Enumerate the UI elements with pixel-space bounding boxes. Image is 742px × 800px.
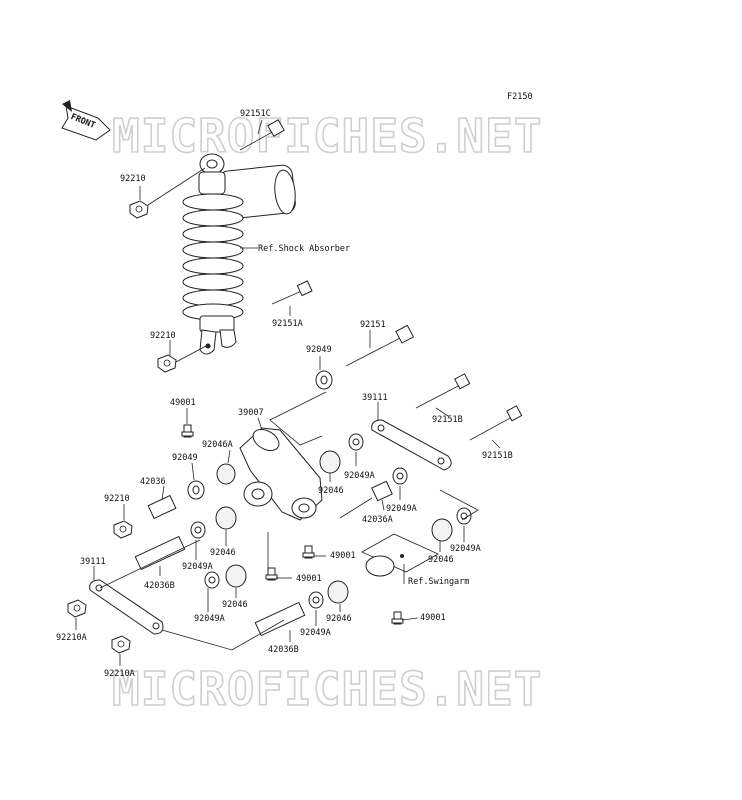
sleeve-42036a-part — [371, 480, 393, 502]
grease-nipple-49001-d-icon — [391, 611, 404, 625]
nut-92210-lower-part — [157, 354, 177, 373]
ref-shock-absorber-label: Ref.Shock Absorber — [258, 244, 350, 254]
part-label: 92151A — [272, 319, 303, 329]
grease-nipple-49001-c-icon — [265, 567, 278, 581]
collar-92049a-left-part — [190, 521, 206, 539]
part-label: 39111 — [80, 557, 106, 567]
collar-92049a-lower-part — [204, 571, 220, 589]
part-label: 92049 — [172, 453, 198, 463]
part-label: 42036 — [140, 477, 166, 487]
part-label: 92046 — [222, 600, 248, 610]
part-label: 92049 — [306, 345, 332, 355]
part-label: 92049A — [182, 562, 213, 572]
part-label: 49001 — [296, 574, 322, 584]
shock-absorber-part — [182, 153, 296, 355]
part-label: 92046 — [318, 486, 344, 496]
sleeve-42036-part — [147, 494, 177, 520]
part-label: 49001 — [420, 613, 446, 623]
swingarm-reference-part — [361, 533, 439, 577]
tie-rod-39111-upper-part — [371, 419, 452, 471]
part-label: 42036B — [268, 645, 299, 655]
bearing-92046-bottom-part — [327, 580, 349, 604]
bearing-92046-center-part — [319, 450, 341, 474]
bolt-92151-part — [345, 324, 415, 367]
bolt-92151b-upper-part — [415, 373, 471, 409]
part-label: 42036A — [362, 515, 393, 525]
tie-rod-39111-lower-part — [89, 579, 164, 635]
collar-92049-top-part — [315, 370, 333, 390]
part-label: 39111 — [362, 393, 388, 403]
bearing-92046-left-part — [215, 506, 237, 530]
leader-lines — [75, 119, 501, 666]
bearing-92046-right-part — [431, 518, 453, 542]
part-label: 92046A — [202, 440, 233, 450]
part-label: 92210A — [56, 633, 87, 643]
collar-92049a-center-part — [348, 433, 364, 451]
part-label: 42036B — [144, 581, 175, 591]
part-label: 92046 — [210, 548, 236, 558]
collar-92049-mid-part — [187, 480, 205, 500]
part-label: 92151B — [432, 415, 463, 425]
collar-92049a-bottom-part — [308, 591, 324, 609]
part-label: 92151 — [360, 320, 386, 330]
part-label: 92046 — [326, 614, 352, 624]
watermark-top: MICROFICHES.NET — [112, 109, 542, 163]
bolt-92151b-lower-part — [469, 405, 523, 441]
nut-92210-mid-part — [113, 520, 133, 539]
ref-swingarm-label: Ref.Swingarm — [408, 577, 469, 587]
part-label: 39007 — [238, 408, 264, 418]
collar-92049a-right-part — [392, 467, 408, 485]
part-label: 92049A — [386, 504, 417, 514]
part-label: 92049A — [450, 544, 481, 554]
sleeve-42036b-upper-part — [134, 535, 186, 571]
bolt-92151c-part — [239, 119, 285, 151]
sleeve-42036b-lower-part — [254, 601, 306, 637]
grease-nipple-49001-b-icon — [302, 545, 315, 559]
rocker-arm-39007-part — [239, 427, 323, 521]
nut-92210a-upper-part — [67, 599, 87, 618]
part-label: 92049A — [194, 614, 225, 624]
nut-92210a-lower-part — [111, 635, 131, 654]
part-label: 92049A — [344, 471, 375, 481]
part-label: 49001 — [330, 551, 356, 561]
bearing-92046-lower-part — [225, 564, 247, 588]
grease-nipple-49001-a-icon — [181, 424, 194, 438]
part-label: 92210 — [150, 331, 176, 341]
part-label: 49001 — [170, 398, 196, 408]
part-label: 92151B — [482, 451, 513, 461]
part-label: 92046 — [428, 555, 454, 565]
part-label: 92210A — [104, 669, 135, 679]
part-label: 92049A — [300, 628, 331, 638]
part-label: 92151C — [240, 109, 271, 119]
watermark-bottom: MICROFICHES.NET — [112, 662, 542, 716]
part-label: 92210 — [120, 174, 146, 184]
nut-92210-top-part — [129, 200, 149, 219]
diagram-code: F2150 — [507, 92, 533, 102]
bolt-92151a-part — [271, 280, 313, 305]
bearing-92046a-part — [216, 463, 236, 485]
front-arrow-icon: FRONT — [61, 100, 111, 141]
part-label: 92210 — [104, 494, 130, 504]
